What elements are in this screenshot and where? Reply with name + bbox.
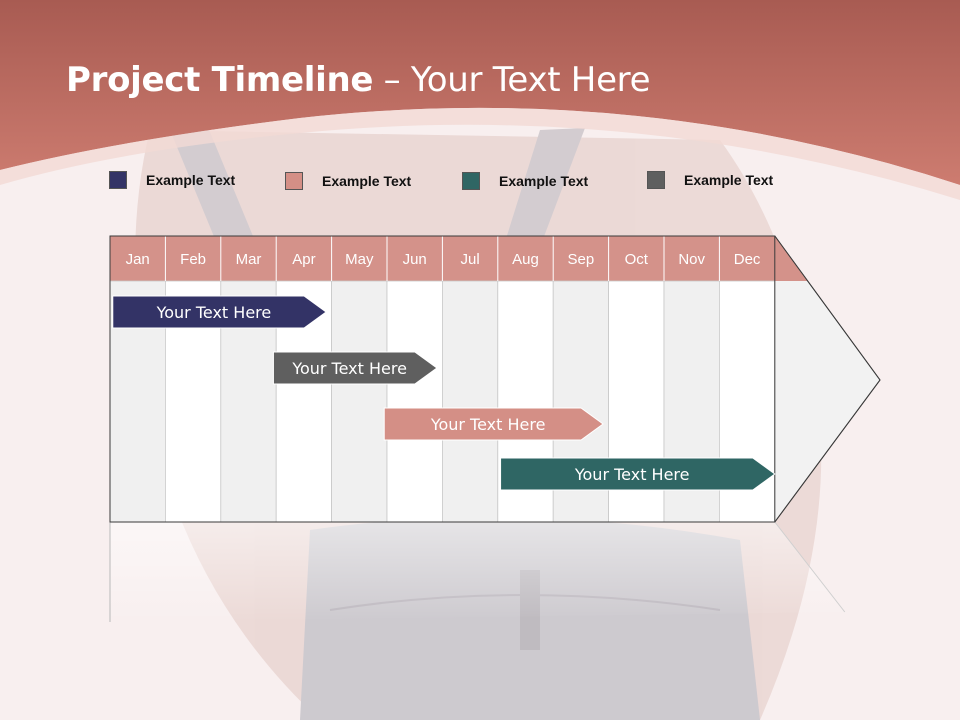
legend-swatch [285, 172, 303, 190]
month-label-apr: Apr [292, 251, 315, 268]
legend-label: Example Text [499, 173, 589, 189]
timeline-bar-label: Your Text Here [291, 359, 407, 378]
month-label-sep: Sep [568, 251, 595, 268]
month-header-strip [110, 236, 808, 281]
title-bold: Project Timeline [66, 60, 374, 100]
header-band [0, 0, 960, 185]
month-column [386, 280, 443, 523]
timeline-bar-label: Your Text Here [430, 415, 546, 434]
legend-item-1: Example Text [109, 171, 235, 189]
legend-swatch [462, 172, 480, 190]
month-label-jan: Jan [126, 251, 150, 268]
month-label-nov: Nov [678, 251, 705, 268]
month-label-aug: Aug [512, 251, 539, 268]
timeline-bar [272, 351, 438, 385]
legend-item-3: Example Text [462, 172, 588, 190]
reflection-edge [774, 521, 846, 613]
legend-label: Example Text [146, 172, 236, 188]
month-column [331, 280, 388, 523]
month-label-jul: Jul [461, 251, 480, 268]
slide-title: Project Timeline – Your Text Here [66, 60, 651, 100]
month-label-oct: Oct [625, 251, 649, 268]
timeline-bar-label: Your Text Here [156, 303, 272, 322]
legend-label: Example Text [322, 173, 412, 189]
month-label-jun: Jun [403, 251, 427, 268]
legend-label: Example Text [684, 172, 774, 188]
month-label-mar: Mar [236, 251, 262, 268]
month-column [441, 280, 499, 523]
legend-item-4: Example Text [647, 171, 773, 189]
month-label-may: May [345, 251, 374, 268]
timeline-bar [112, 295, 327, 329]
month-label-feb: Feb [180, 251, 206, 268]
timeline-reflection [110, 522, 845, 622]
title-rest: – Your Text Here [373, 60, 651, 100]
timeline-bar [500, 457, 776, 491]
legend-item-2: Example Text [285, 172, 411, 190]
legend-swatch [647, 171, 665, 189]
timeline-bar-label: Your Text Here [574, 465, 690, 484]
month-label-dec: Dec [734, 251, 761, 268]
timeline-bar [383, 407, 604, 441]
timeline-arrow-outline [109, 235, 881, 523]
legend-swatch [109, 171, 127, 189]
